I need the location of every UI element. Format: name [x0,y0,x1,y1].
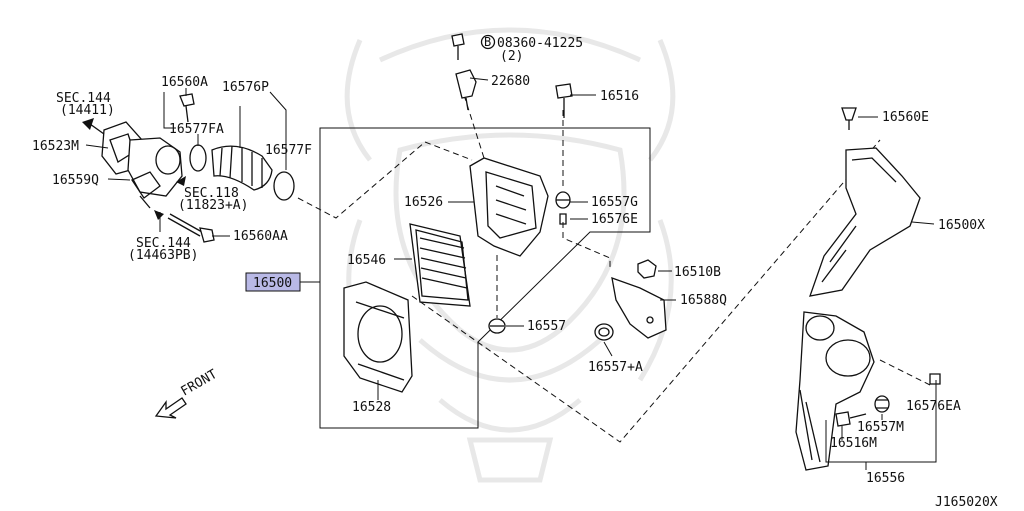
part-16516-bolt[interactable] [555,83,573,118]
label-sec144-a[interactable]: SEC.144 [56,91,111,106]
part-16577fa-clamp[interactable] [189,144,207,172]
label-16510b[interactable]: 16510B [674,265,721,280]
front-arrow: FRONT [154,367,221,419]
part-16510b-nut[interactable] [637,259,657,279]
arrow-icons [82,118,186,220]
part-08360-bolt[interactable] [451,33,465,60]
assembly-frame [319,127,651,429]
label-16577f[interactable]: 16577F [265,143,312,158]
label-16516m[interactable]: 16516M [830,436,877,451]
leader-lines [85,77,937,470]
label-16557g[interactable]: 16557G [591,195,638,210]
label-16557m[interactable]: 16557M [857,420,904,435]
label-16523m[interactable]: 16523M [32,139,79,154]
front-label: FRONT [179,367,221,400]
label-16526[interactable]: 16526 [404,195,443,210]
label-16560e[interactable]: 16560E [882,110,929,125]
part-16557g-grommet[interactable] [555,191,571,209]
part-16526-upper-cover[interactable] [469,157,549,257]
label-16557[interactable]: 16557 [527,319,566,334]
callout-16500-highlight[interactable] [245,272,301,292]
label-16556[interactable]: 16556 [866,471,905,486]
label-16560a[interactable]: 16560A [161,75,208,90]
label-sec144-b[interactable]: SEC.144 [136,236,191,251]
part-16516m-bolt[interactable] [835,411,867,427]
label-16516[interactable]: 16516 [600,89,639,104]
part-16557a-grommet[interactable] [594,323,614,341]
label-sec118[interactable]: SEC.118 [184,186,239,201]
label-08360-qty: (2) [500,49,523,64]
part-16560a-bolt[interactable] [179,93,195,123]
label-16528[interactable]: 16528 [352,400,391,415]
part-16576p-duct-hose[interactable] [211,145,273,191]
part-16546-filter-element[interactable] [409,223,471,307]
part-16557m-grommet[interactable] [874,395,890,413]
label-16576p[interactable]: 16576P [222,80,269,95]
label-sec144-b-ref: (14463PB) [128,248,198,263]
part-16577f-clamp[interactable] [273,171,295,201]
part-labels: B 08360-41225 (2) 22680 16516 16560A 165… [32,34,998,510]
label-16588q[interactable]: 16588Q [680,293,727,308]
part-22680-sensor[interactable] [455,69,477,111]
label-16500[interactable]: 16500 [253,276,292,291]
label-16576e[interactable]: 16576E [591,212,638,227]
part-16560e-clip[interactable] [841,107,857,130]
label-16557a[interactable]: 16557+A [588,360,643,375]
label-sec144-a-ref: (14411) [60,103,115,118]
b-circle-icon [480,34,496,50]
label-16577fa[interactable]: 16577FA [169,122,224,137]
label-22680[interactable]: 22680 [491,74,530,89]
part-16500x-inlet-duct[interactable] [809,147,921,297]
label-08360[interactable]: 08360-41225 [497,36,583,51]
label-16576ea[interactable]: 16576EA [906,399,961,414]
part-16557-grommet[interactable] [488,318,506,334]
label-16559q[interactable]: 16559Q [52,173,99,188]
part-16559q-adapter[interactable] [127,137,183,199]
label-sec118-ref: (11823+A) [178,198,248,213]
label-16560aa[interactable]: 16560AA [233,229,288,244]
drawing-code: J165020X [935,495,998,510]
part-16528-lower-case[interactable] [343,281,413,393]
part-16588q-bracket[interactable] [611,277,667,339]
label-16500x[interactable]: 16500X [938,218,985,233]
part-16576ea-clip[interactable] [929,373,941,385]
label-16546[interactable]: 16546 [347,253,386,268]
part-16556-resonator[interactable] [795,311,875,471]
label-08360-prefix: B [484,35,491,49]
part-16576e-bolt[interactable] [559,213,567,225]
part-16560aa-bolt[interactable] [167,213,215,243]
